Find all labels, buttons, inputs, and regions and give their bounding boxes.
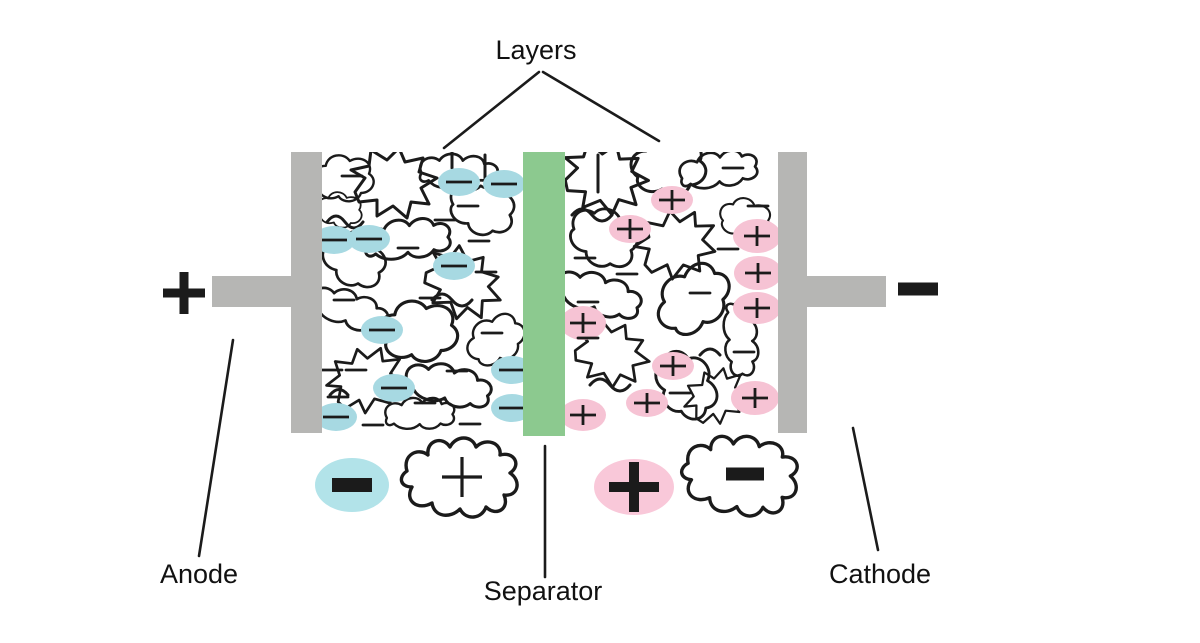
anode-layer [322, 152, 523, 433]
legend-neutral-left-plus-sign [442, 457, 482, 497]
layers-callout-line-left [442, 70, 541, 150]
cathode-microstructure [565, 152, 778, 433]
layers-label: Layers [495, 35, 576, 65]
anode-terminal-arm [212, 276, 292, 307]
cation-charge-dashes [573, 166, 770, 395]
anion-charge-dashes [322, 174, 504, 427]
cation-plus-sign [570, 313, 596, 333]
cathode-callout-line [851, 426, 880, 552]
cathode-layer [565, 152, 778, 433]
separator-label: Separator [484, 576, 603, 606]
cation-plus-sign [744, 226, 770, 246]
plus-sign-shape [163, 272, 205, 314]
cation-plus-sign [617, 219, 643, 239]
cation-plus-sign [660, 356, 686, 376]
separator-bar [523, 152, 565, 436]
legend-cation-plus-sign [609, 462, 659, 512]
legend [315, 428, 803, 523]
cation-plus-sign [744, 298, 770, 318]
anode-current-collector [291, 152, 322, 433]
plus-sign-shape [442, 457, 482, 497]
callout-lines [197, 70, 880, 579]
anion-ions [322, 168, 523, 431]
plus-sign-shape [609, 462, 659, 512]
layers-callout-line-right [541, 70, 661, 143]
cation-plus-sign [742, 388, 768, 408]
cation-ions [565, 186, 778, 431]
anode-terminal-plus-sign [163, 272, 205, 314]
anode-label: Anode [160, 559, 238, 589]
cathode-label: Cathode [829, 559, 931, 589]
anode-microstructure [322, 152, 523, 433]
cathode-current-collector [778, 152, 807, 433]
anode-callout-line [197, 338, 235, 558]
cathode-terminal-arm [807, 276, 886, 307]
cation-plus-sign [570, 405, 596, 425]
cation-plus-sign [745, 263, 771, 283]
cation-plus-sign [634, 393, 660, 413]
cation-plus-sign [659, 190, 685, 210]
